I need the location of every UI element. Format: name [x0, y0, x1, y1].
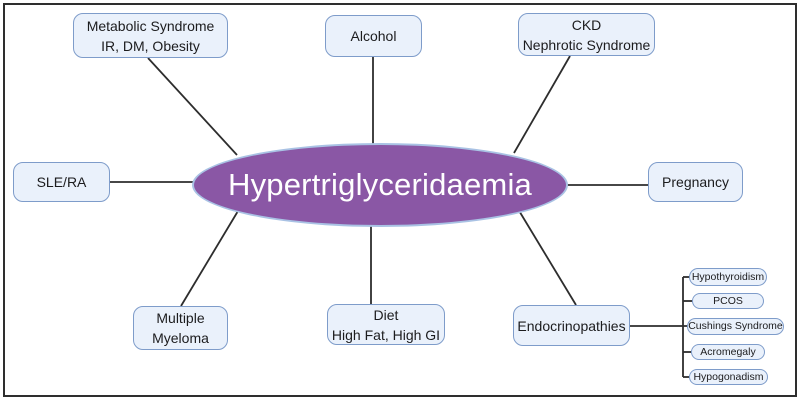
- pill-label: Cushings Syndrome: [688, 320, 783, 333]
- center-node-label: Hypertriglyceridaemia: [228, 167, 532, 202]
- pill-label: Hypogonadism: [693, 370, 764, 383]
- connector-multiple-myeloma: [180, 210, 239, 307]
- pill-label: Hypothyroidism: [691, 270, 765, 283]
- node-label: High Fat, High GI: [331, 326, 441, 343]
- pill-cushings-syndrome: Cushings Syndrome: [687, 318, 784, 335]
- connector-ckd: [513, 55, 571, 154]
- pill-pcos: PCOS: [692, 293, 764, 309]
- pill-hypogonadism: Hypogonadism: [689, 369, 768, 385]
- pill-label: PCOS: [713, 294, 743, 307]
- pill-acromegaly: Acromegaly: [691, 344, 765, 360]
- node-label: Metabolic Syndrome: [86, 17, 215, 34]
- node-label: Nephrotic Syndrome: [522, 36, 651, 53]
- node-label: Alcohol: [350, 28, 397, 44]
- node-label: Endocrinopathies: [517, 317, 626, 334]
- pill-label: Acromegaly: [700, 345, 756, 358]
- node-label: IR, DM, Obesity: [101, 37, 200, 54]
- node-sle-ra: SLE/RA: [13, 162, 110, 202]
- node-endocrinopathies: Endocrinopathies: [513, 305, 630, 346]
- connector-endocrinopathies: [517, 208, 577, 306]
- node-label: Pregnancy: [662, 174, 729, 190]
- node-label: Diet: [373, 306, 399, 323]
- node-label: Myeloma: [152, 330, 209, 346]
- node-label: CKD: [571, 16, 602, 33]
- center-node-hypertriglyceridaemia: Hypertriglyceridaemia: [192, 143, 568, 227]
- node-multiple-myeloma: Multiple Myeloma: [133, 306, 228, 350]
- node-pregnancy: Pregnancy: [648, 162, 743, 202]
- node-label: SLE/RA: [36, 174, 87, 190]
- node-ckd-nephrotic-syndrome: CKD Nephrotic Syndrome: [518, 13, 655, 56]
- node-label: Multiple: [156, 310, 205, 326]
- pill-hypothyroidism: Hypothyroidism: [689, 268, 767, 286]
- node-diet: Diet High Fat, High GI: [327, 304, 445, 345]
- connector-metabolic-syndrome: [147, 57, 238, 156]
- node-metabolic-syndrome: Metabolic Syndrome IR, DM, Obesity: [73, 13, 228, 58]
- node-alcohol: Alcohol: [325, 15, 422, 57]
